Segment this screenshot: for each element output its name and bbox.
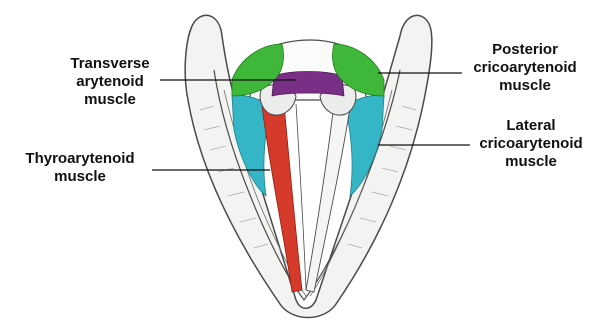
label-posterior-cricoarytenoid: Posterior cricoarytenoid muscle bbox=[455, 41, 595, 95]
label-line: arytenoid bbox=[52, 73, 168, 91]
label-transverse-arytenoid: Transverse arytenoid muscle bbox=[52, 55, 168, 109]
label-line: cricoarytenoid bbox=[463, 135, 599, 153]
label-line: Transverse bbox=[52, 55, 168, 73]
label-line: Posterior bbox=[455, 41, 595, 59]
transverse-arytenoid bbox=[272, 72, 344, 97]
label-lateral-cricoarytenoid: Lateral cricoarytenoid muscle bbox=[463, 117, 599, 171]
label-line: muscle bbox=[52, 91, 168, 109]
label-line: Thyroarytenoid bbox=[6, 150, 154, 168]
label-line: cricoarytenoid bbox=[455, 59, 595, 77]
label-line: muscle bbox=[463, 153, 599, 171]
label-thyroarytenoid: Thyroarytenoid muscle bbox=[6, 150, 154, 186]
label-line: Lateral bbox=[463, 117, 599, 135]
label-line: muscle bbox=[6, 168, 154, 186]
label-line: muscle bbox=[455, 77, 595, 95]
